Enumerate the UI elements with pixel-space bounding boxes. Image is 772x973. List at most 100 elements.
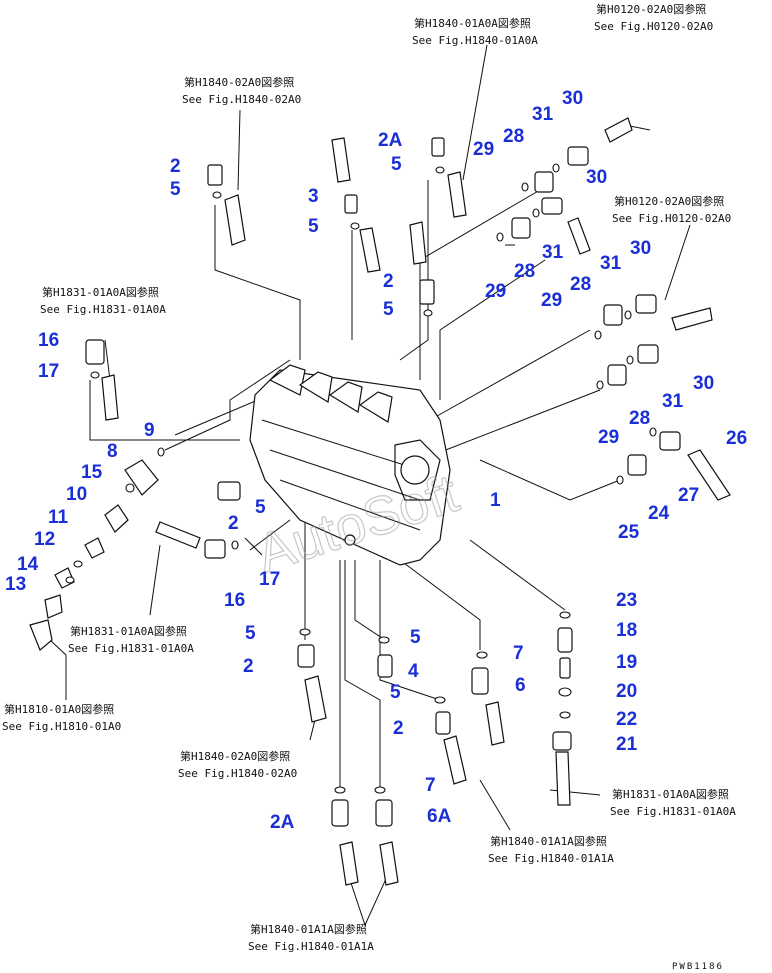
callout-number: 16	[224, 590, 245, 611]
callout-number: 16	[38, 330, 59, 351]
o-rings	[65, 163, 657, 794]
figure-reference: 第H0120-02A0図参照 See Fig.H0120-02A0	[612, 194, 731, 225]
reference-en: See Fig.H1831-01A0A	[40, 303, 166, 316]
reference-jp: 第H1831-01A0A図参照	[612, 787, 729, 801]
callout-number: 15	[81, 462, 103, 483]
callout-number: 19	[616, 652, 637, 673]
callout-number: 30	[630, 238, 651, 259]
callout-number: 31	[532, 104, 554, 125]
reference-en: See Fig.H0120-02A0	[594, 20, 713, 33]
figure-reference: 第H1840-02A0図参照 See Fig.H1840-02A0	[178, 749, 297, 780]
reference-jp: 第H1831-01A0A図参照	[70, 624, 187, 638]
callout-number: 5	[410, 627, 421, 648]
figure-reference: 第H1831-01A0A図参照 See Fig.H1831-01A0A	[68, 624, 194, 655]
figure-reference: 第H1840-01A1A図参照 See Fig.H1840-01A1A	[248, 922, 374, 953]
reference-en: See Fig.H1840-01A0A	[412, 34, 538, 47]
callout-number: 12	[34, 529, 55, 550]
callout-number: 14	[17, 554, 39, 575]
leader-lines	[49, 44, 691, 927]
callout-number: 24	[648, 503, 670, 524]
callout-number: 28	[514, 261, 535, 282]
reference-en: See Fig.H1840-01A1A	[488, 852, 614, 865]
callout-number: 4	[408, 661, 419, 682]
reference-en: See Fig.H1831-01A0A	[68, 642, 194, 655]
callout-number: 17	[38, 361, 59, 382]
figure-references: 第H0120-02A0図参照 See Fig.H0120-02A0 第H1840-…	[2, 2, 736, 953]
callout-number: 7	[513, 643, 524, 664]
fittings	[29, 117, 731, 886]
callout-number: 5	[255, 497, 266, 518]
reference-en: See Fig.H1831-01A0A	[610, 805, 736, 818]
callout-number: 31	[542, 242, 564, 263]
callout-number: 5	[391, 154, 402, 175]
callout-number: 11	[48, 507, 69, 528]
callout-number: 29	[598, 427, 619, 448]
part-callouts: 1 2 2 2 2 2 2A 2A 3 4 5 5 5 5 5 5 5 5 6 …	[5, 88, 747, 833]
callout-number: 26	[726, 428, 747, 449]
callout-number: 5	[390, 682, 401, 703]
callout-number: 3	[308, 186, 319, 207]
callout-number: 29	[473, 139, 494, 160]
callout-number: 30	[586, 167, 607, 188]
callout-number: 23	[616, 590, 637, 611]
callout-number: 2	[393, 718, 404, 739]
callout-number: 27	[678, 485, 699, 506]
callout-number: 2A	[270, 812, 295, 833]
callout-number: 2	[170, 156, 181, 177]
callout-number: 2	[243, 656, 254, 677]
callout-number: 28	[570, 274, 591, 295]
figure-reference: 第H1810-01A0図参照 See Fig.H1810-01A0	[2, 702, 121, 733]
callout-number: 5	[245, 623, 256, 644]
callout-number: 21	[616, 734, 638, 755]
callout-number: 6A	[427, 806, 452, 827]
reference-en: See Fig.H1840-01A1A	[248, 940, 374, 953]
callout-number: 5	[308, 216, 319, 237]
reference-jp: 第H1840-01A1A図参照	[490, 834, 607, 848]
reference-en: See Fig.H1810-01A0	[2, 720, 121, 733]
reference-jp: 第H0120-02A0図参照	[614, 194, 724, 208]
callout-number: 6	[515, 675, 526, 696]
callout-number: 25	[618, 522, 640, 543]
callout-number: 7	[425, 775, 436, 796]
figure-reference: 第H1831-01A0A図参照 See Fig.H1831-01A0A	[40, 285, 166, 316]
callout-number: 18	[616, 620, 637, 641]
reference-jp: 第H1840-02A0図参照	[180, 749, 290, 763]
figure-reference: 第H1840-02A0図参照 See Fig.H1840-02A0	[182, 75, 301, 106]
callout-number: 5	[170, 179, 181, 200]
control-valve-body	[249, 364, 451, 566]
callout-number: 8	[107, 441, 118, 462]
callout-number: 30	[693, 373, 714, 394]
callout-number: 1	[490, 490, 501, 511]
callout-number: 29	[485, 281, 506, 302]
callout-number: 2	[228, 513, 239, 534]
callout-number: 9	[144, 420, 155, 441]
reference-en: See Fig.H1840-02A0	[178, 767, 297, 780]
figure-reference: 第H1840-01A0A図参照 See Fig.H1840-01A0A	[412, 16, 538, 47]
reference-en: See Fig.H1840-02A0	[182, 93, 301, 106]
figure-reference: 第H0120-02A0図参照 See Fig.H0120-02A0	[594, 2, 713, 33]
drawing-code: PWB1186	[672, 962, 724, 972]
callout-number: 22	[616, 709, 637, 730]
reference-jp: 第H1840-01A0A図参照	[414, 16, 531, 30]
callout-number: 28	[503, 126, 524, 147]
callout-number: 2	[383, 271, 394, 292]
reference-en: See Fig.H0120-02A0	[612, 212, 731, 225]
callout-number: 31	[662, 391, 684, 412]
figure-reference: 第H1840-01A1A図参照 See Fig.H1840-01A1A	[488, 834, 614, 865]
callout-number: 20	[616, 681, 637, 702]
callout-number: 28	[629, 408, 650, 429]
callout-number: 29	[541, 290, 562, 311]
reference-jp: 第H1840-02A0図参照	[184, 75, 294, 89]
reference-jp: 第H1810-01A0図参照	[4, 702, 114, 716]
callout-number: 31	[600, 253, 622, 274]
reference-jp: 第H1831-01A0A図参照	[42, 285, 159, 299]
callout-number: 10	[66, 484, 87, 505]
callout-number: 13	[5, 574, 26, 595]
figure-reference: 第H1831-01A0A図参照 See Fig.H1831-01A0A	[610, 787, 736, 818]
callout-number: 17	[259, 569, 280, 590]
callout-number: 5	[383, 299, 394, 320]
reference-jp: 第H1840-01A1A図参照	[250, 922, 367, 936]
reference-jp: 第H0120-02A0図参照	[596, 2, 706, 16]
